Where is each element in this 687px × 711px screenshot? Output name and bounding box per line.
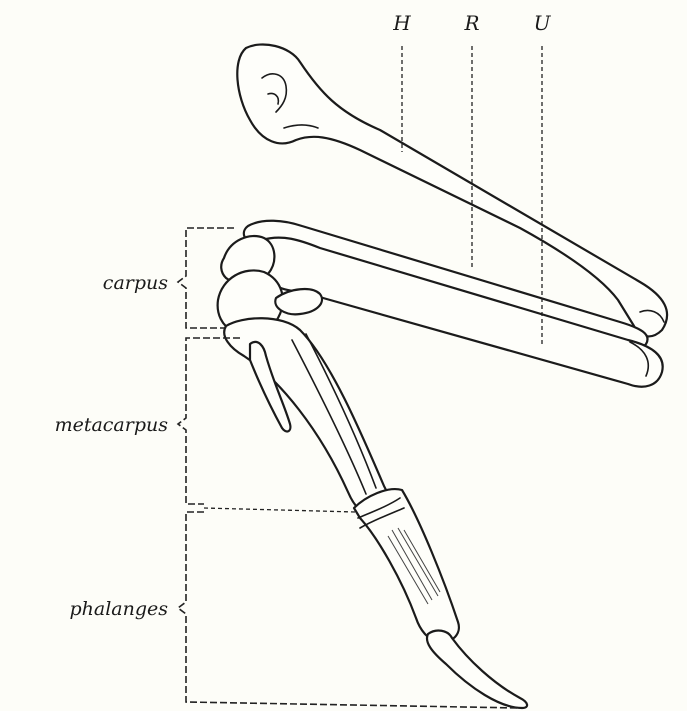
label-h: H bbox=[392, 11, 411, 35]
label-metacarpus: metacarpus bbox=[55, 414, 169, 436]
metacarpus-phalanges-divider bbox=[204, 508, 356, 512]
metacarpus-brace bbox=[178, 338, 240, 504]
metacarpus-bones bbox=[224, 318, 388, 514]
phalanges-bones bbox=[354, 489, 527, 708]
label-carpus: carpus bbox=[103, 272, 168, 294]
label-u: U bbox=[534, 11, 552, 35]
label-phalanges: phalanges bbox=[69, 598, 168, 620]
label-r: R bbox=[463, 11, 479, 35]
